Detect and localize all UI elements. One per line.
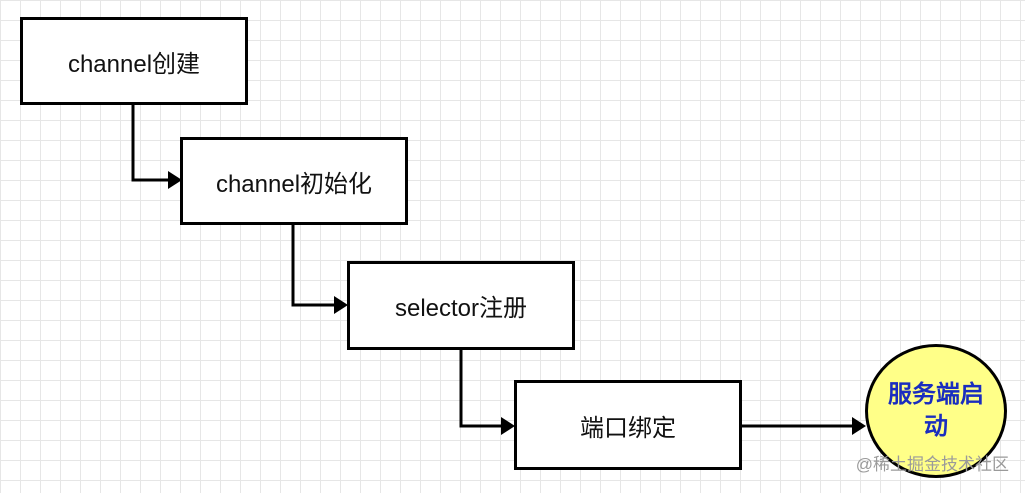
node-selector-register-label: selector注册 (394, 295, 528, 322)
arrow-create-to-init (131, 104, 168, 182)
node-server-start: 服务端启动 (865, 344, 1007, 478)
arrowhead-start (852, 417, 866, 435)
node-selector-register: selector注册 (347, 261, 575, 350)
node-channel-create: channel创建 (20, 17, 248, 105)
watermark: @稀土掘金技术社区 (855, 455, 1009, 474)
node-server-start-label: 服务端启动 (888, 381, 984, 440)
node-channel-init: channel初始化 (180, 137, 408, 225)
arrow-register-to-bind (459, 349, 503, 428)
node-channel-init-label: channel初始化 (215, 170, 373, 198)
arrowhead-init (168, 171, 182, 189)
node-port-bind-label: 端口绑定 (580, 414, 676, 442)
arrow-init-to-register (291, 224, 336, 307)
arrowhead-register (334, 296, 348, 314)
arrowhead-bind (501, 417, 515, 435)
node-channel-create-label: channel创建 (67, 50, 201, 78)
node-port-bind: 端口绑定 (514, 380, 742, 470)
